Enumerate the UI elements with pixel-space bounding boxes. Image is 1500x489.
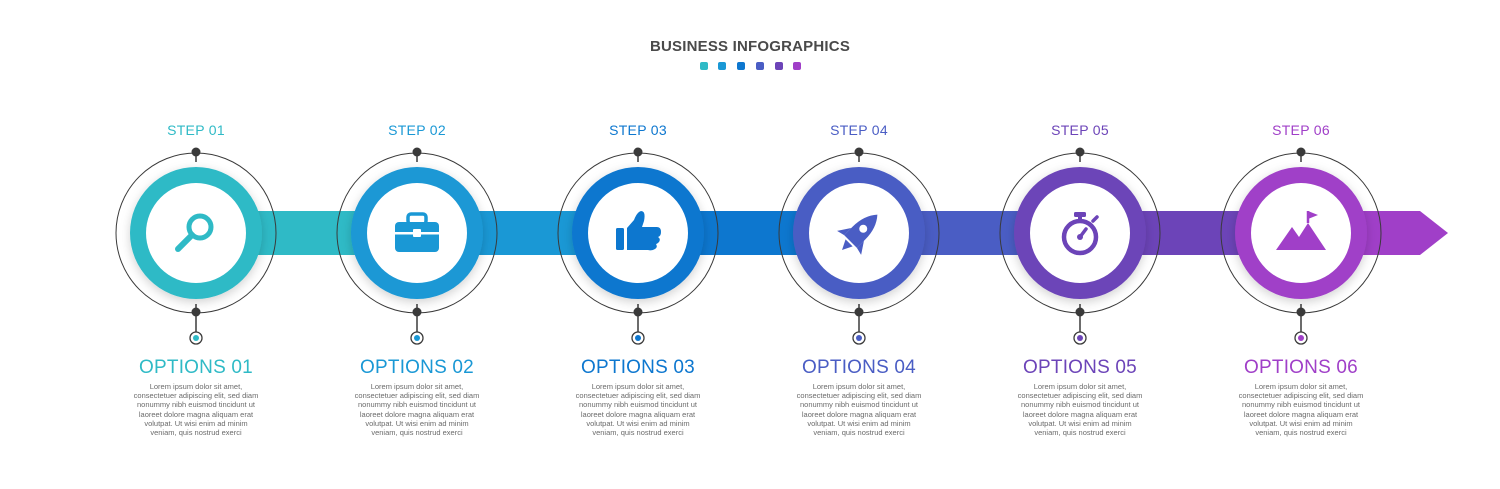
top-connector-dot	[1075, 147, 1085, 157]
option-title: OPTIONS 06	[1244, 357, 1358, 378]
step-label: STEP 05	[1051, 122, 1109, 138]
option-description: Lorem ipsum dolor sit amet, consectetuer…	[796, 382, 922, 438]
color-dot	[700, 62, 708, 70]
option-title: OPTIONS 03	[581, 357, 695, 378]
step-label: STEP 06	[1272, 122, 1330, 138]
option-description: Lorem ipsum dolor sit amet, consectetuer…	[1017, 382, 1143, 438]
briefcase-icon	[395, 212, 439, 252]
arrow-head	[1420, 211, 1448, 255]
top-connector-dot	[1296, 147, 1306, 157]
color-dot	[793, 62, 801, 70]
color-dot	[737, 62, 745, 70]
option-title: OPTIONS 04	[802, 357, 916, 378]
step-node	[999, 147, 1161, 345]
step-label: STEP 03	[609, 122, 667, 138]
step-node	[115, 147, 277, 345]
stopwatch-icon	[1061, 212, 1099, 256]
color-dot	[718, 62, 726, 70]
option-title: OPTIONS 02	[360, 357, 474, 378]
step-circles	[115, 147, 1382, 345]
option-title: OPTIONS 01	[139, 357, 253, 378]
inner-circle	[1030, 183, 1130, 283]
color-dot	[756, 62, 764, 70]
option-title: OPTIONS 05	[1023, 357, 1137, 378]
page-title: BUSINESS INFOGRAPHICS	[649, 38, 851, 55]
inner-circle	[146, 183, 246, 283]
top-connector-dot	[191, 147, 201, 157]
step-label: STEP 04	[830, 122, 888, 138]
option-description: Lorem ipsum dolor sit amet, consectetuer…	[575, 382, 701, 438]
step-node	[557, 147, 719, 345]
step-node	[1220, 147, 1382, 345]
step-node	[778, 147, 940, 345]
option-description: Lorem ipsum dolor sit amet, consectetuer…	[354, 382, 480, 438]
top-connector-dot	[854, 147, 864, 157]
step-label: STEP 01	[167, 122, 225, 138]
mountain-flag-icon	[1276, 211, 1326, 250]
magnifier-icon	[175, 213, 214, 252]
option-description: Lorem ipsum dolor sit amet, consectetuer…	[1238, 382, 1364, 438]
top-connector-dot	[633, 147, 643, 157]
thumbs-up-icon	[616, 211, 661, 251]
step-node	[336, 147, 498, 345]
option-description: Lorem ipsum dolor sit amet, consectetuer…	[133, 382, 259, 438]
step-label: STEP 02	[388, 122, 446, 138]
color-dot	[775, 62, 783, 70]
inner-circle	[1251, 183, 1351, 283]
top-connector-dot	[412, 147, 422, 157]
rocket-icon	[837, 214, 878, 255]
